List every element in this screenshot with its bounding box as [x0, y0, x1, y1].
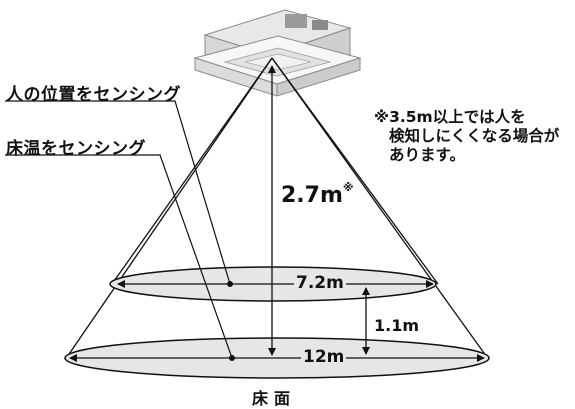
label-sensing-floor: 床温をセンシング [6, 139, 146, 159]
width-label-large: 12m [301, 347, 347, 367]
sensing-cone [64, 57, 490, 361]
height-note-mark: ※ [342, 181, 354, 194]
label-sensing-person: 人の位置をセンシング [6, 85, 181, 105]
note-text: ※3.5m以上では人を 検知しにくくなる場合が あります。 [374, 108, 559, 165]
note-line-3: あります。 [389, 146, 465, 164]
leader-dot-small [227, 281, 233, 287]
height-diff-label: 1.1m [374, 316, 420, 335]
height-value: 2.7m [281, 183, 343, 208]
note-line-1: ※3.5m以上では人を [374, 108, 526, 126]
floor-label: 床面 [252, 389, 297, 408]
height-label: 2.7m※ [281, 181, 354, 208]
air-conditioner-unit [193, 9, 362, 97]
note-line-2: 検知しにくくなる場合が [389, 127, 560, 145]
width-label-small: 7.2m [294, 273, 346, 293]
label-leaders [5, 100, 233, 359]
leader-dot-large [229, 355, 235, 361]
